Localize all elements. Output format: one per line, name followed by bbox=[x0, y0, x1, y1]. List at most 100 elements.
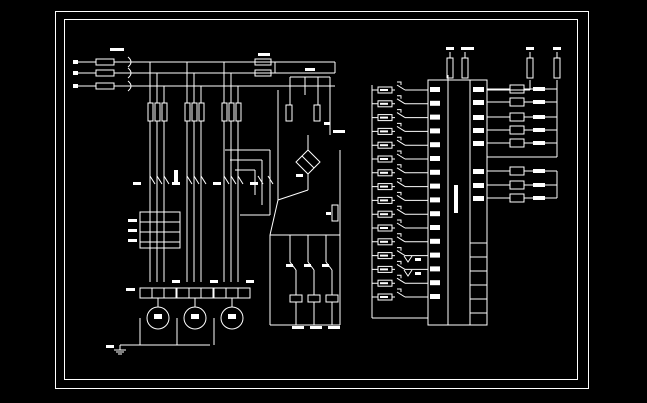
label-tag bbox=[553, 47, 561, 50]
label-tag bbox=[172, 280, 180, 283]
label-tag bbox=[133, 182, 141, 185]
plc-input-terminal bbox=[430, 183, 440, 189]
fuse bbox=[95, 82, 115, 90]
input-label bbox=[380, 130, 388, 133]
fuse bbox=[553, 57, 561, 79]
label-tag bbox=[310, 326, 322, 329]
contact-icon bbox=[396, 222, 406, 229]
output-label bbox=[533, 87, 545, 91]
output-label bbox=[533, 183, 545, 187]
output-label bbox=[533, 141, 545, 145]
sensor-icon bbox=[403, 255, 413, 263]
label-tag bbox=[333, 130, 345, 133]
plc-io-circuit bbox=[371, 47, 561, 326]
motor-terminal-block bbox=[139, 287, 177, 299]
fuse bbox=[446, 57, 454, 79]
input-label bbox=[380, 296, 388, 298]
breaker-pole bbox=[198, 102, 205, 122]
contact-icon bbox=[163, 175, 170, 185]
brake-relay-rows bbox=[286, 235, 340, 329]
label-tag bbox=[172, 182, 180, 185]
label-tag bbox=[174, 170, 178, 182]
outer-frame bbox=[55, 11, 589, 389]
contact-icon bbox=[396, 98, 406, 105]
contact-icon bbox=[237, 175, 244, 185]
switch-symbol bbox=[397, 178, 402, 182]
breaker-pole bbox=[235, 102, 242, 122]
plc-output-terminal bbox=[473, 196, 484, 201]
output-label bbox=[533, 169, 545, 173]
relay-coil bbox=[307, 294, 321, 303]
switch-symbol bbox=[397, 122, 402, 127]
contact-icon bbox=[396, 167, 406, 174]
label-tag bbox=[246, 280, 254, 283]
label-tag bbox=[305, 68, 315, 71]
input-label bbox=[380, 227, 388, 229]
plc-input-terminal bbox=[430, 169, 440, 175]
brake-control-circuit bbox=[269, 150, 341, 326]
plc-input-terminal bbox=[430, 128, 440, 134]
motor-label bbox=[191, 314, 199, 319]
breaker-pole bbox=[191, 102, 198, 122]
contact-icon bbox=[127, 80, 132, 92]
switch-symbol bbox=[397, 81, 402, 85]
plc-input-terminal bbox=[430, 252, 440, 258]
contact-icon bbox=[396, 208, 406, 215]
power-circuit bbox=[73, 48, 345, 355]
control-transformer bbox=[269, 76, 345, 236]
input-label bbox=[380, 240, 388, 243]
input-label bbox=[380, 171, 388, 174]
plc-input-terminal bbox=[430, 100, 440, 106]
plc-output-slots bbox=[470, 242, 487, 314]
input-label bbox=[380, 116, 388, 119]
contact-icon bbox=[396, 139, 406, 146]
output-label bbox=[533, 128, 545, 132]
contact-icon bbox=[223, 175, 230, 185]
breaker-pole bbox=[221, 102, 228, 122]
inner-frame bbox=[64, 19, 578, 380]
contact-icon bbox=[127, 67, 132, 79]
switch-symbol bbox=[397, 150, 402, 154]
terminal bbox=[73, 84, 78, 88]
plc-output-terminal bbox=[473, 169, 484, 174]
label-tag bbox=[213, 182, 221, 185]
fuse bbox=[95, 58, 115, 66]
terminal bbox=[73, 60, 78, 64]
plc-input-terminal bbox=[430, 142, 440, 148]
switch-symbol bbox=[397, 164, 402, 168]
relay-coil bbox=[509, 112, 525, 122]
switch-symbol bbox=[397, 288, 402, 292]
contact-icon bbox=[193, 175, 200, 185]
plc-output-terminal bbox=[473, 128, 484, 133]
label-tag bbox=[126, 288, 135, 291]
plc-output-terminal bbox=[473, 115, 484, 120]
plc-input-terminal bbox=[430, 156, 440, 161]
output-label bbox=[533, 100, 545, 104]
breaker-pole bbox=[161, 102, 168, 122]
relay-coil bbox=[509, 138, 525, 148]
label-tag bbox=[462, 47, 474, 50]
contact-icon bbox=[396, 263, 406, 270]
label-tag bbox=[415, 258, 421, 261]
input-label bbox=[380, 268, 388, 271]
output-label bbox=[533, 115, 545, 119]
contact-icon bbox=[149, 175, 156, 185]
breaker-pole bbox=[147, 102, 154, 122]
breaker-pole bbox=[184, 102, 191, 122]
contact-icon bbox=[396, 181, 406, 188]
fuse bbox=[461, 57, 469, 79]
plc-output-rows bbox=[473, 84, 558, 203]
plc-supply-fuses bbox=[446, 47, 561, 79]
input-label bbox=[380, 282, 388, 285]
contact-icon bbox=[156, 175, 163, 185]
label-tag bbox=[446, 47, 454, 50]
plc-input-terminal bbox=[430, 87, 440, 92]
terminal bbox=[73, 71, 78, 75]
plc-body bbox=[447, 79, 471, 326]
relay-coil bbox=[289, 294, 303, 303]
plc-output-module bbox=[469, 79, 488, 326]
motors bbox=[126, 280, 254, 345]
contact-icon bbox=[200, 175, 207, 185]
